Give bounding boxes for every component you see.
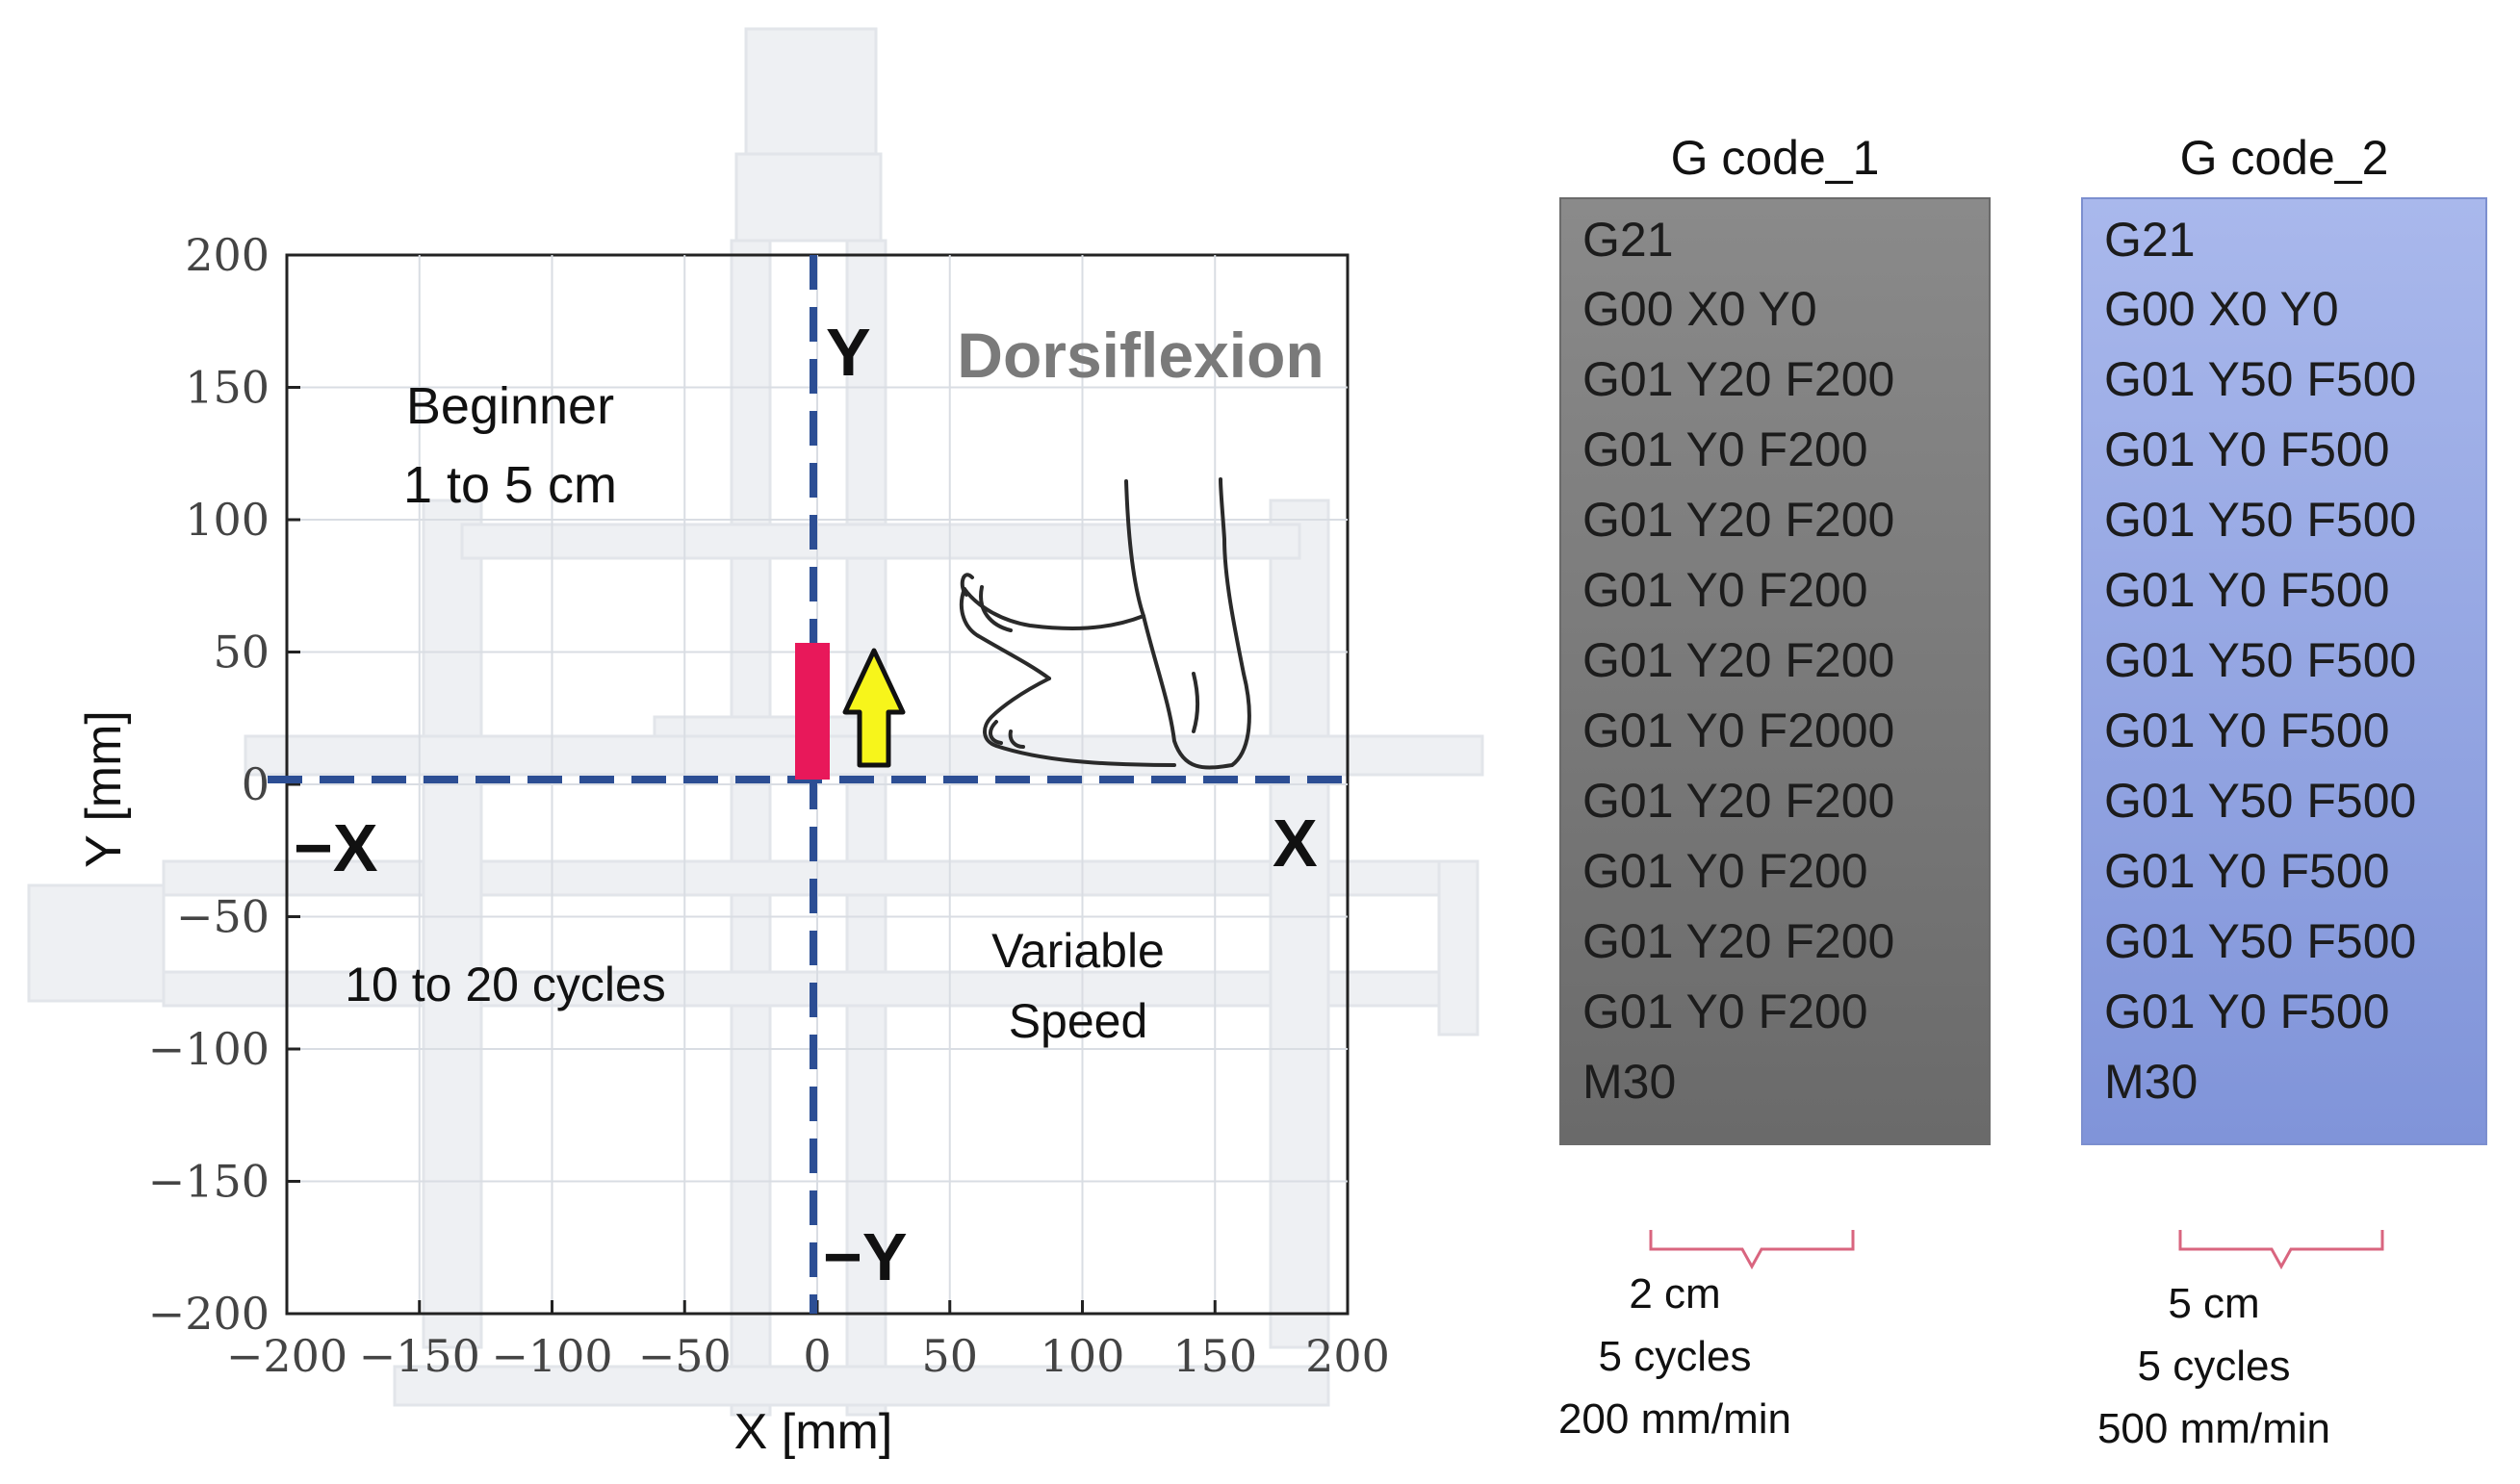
gantry-post-right (1269, 499, 1330, 1349)
x-tick-label: −150 (359, 1330, 480, 1382)
gcode1-line-5: G01 Y20 F200 (1582, 493, 1895, 547)
range-label: 1 to 5 cm (403, 456, 617, 514)
gantry-carriage-top (734, 152, 883, 243)
gcode1-line-12: G01 Y0 F200 (1582, 985, 1868, 1038)
gcode2-line-9: G01 Y50 F500 (2104, 774, 2417, 828)
gcode2-line-1: G21 (2104, 213, 2196, 267)
negative-x-label: −X (294, 810, 378, 885)
cycles-label: 10 to 20 cycles (345, 958, 666, 1011)
y-tick-label: 0 (242, 758, 270, 810)
x-tick-label: −50 (638, 1330, 732, 1382)
x-axis-label: X [mm] (734, 1404, 893, 1460)
gantry-crossbar (460, 523, 1301, 560)
x-tick-label: 50 (921, 1330, 978, 1382)
gcode2-line-12: G01 Y0 F500 (2104, 985, 2390, 1038)
gcode1-line-1: G21 (1582, 213, 1674, 267)
y-tick-label: 150 (185, 362, 270, 414)
gcode1-line-4: G01 Y0 F200 (1582, 422, 1868, 476)
y-tick-label: 200 (185, 229, 270, 281)
gantry-base (393, 1365, 1330, 1407)
gcode2-panel: G21 G00 X0 Y0 G01 Y50 F500 G01 Y0 F500 G… (2081, 197, 2487, 1145)
foot-icon (959, 477, 1251, 770)
x-tick-label: −200 (226, 1330, 347, 1382)
gantry-post-left (422, 499, 483, 1349)
y-tick-labels: 200 150 100 50 0 −50 −100 −150 −200 (148, 229, 270, 1340)
x-tick-labels: −200−150−100 −50 0 50 100 150 200 (226, 1330, 1390, 1382)
y-tick-label: 50 (213, 627, 270, 678)
gcode2-summary-speed: 500 mm/min (2096, 1405, 2331, 1452)
gcode1-line-6: G01 Y0 F200 (1582, 563, 1868, 617)
speed-label-line1: Variable (991, 924, 1165, 978)
gcode2-line-2: G00 X0 Y0 (2104, 282, 2339, 336)
gcode2-line-7: G01 Y50 F500 (2104, 633, 2417, 687)
y-tick-label: −50 (176, 891, 270, 943)
y-tick-label: −100 (148, 1023, 270, 1075)
gcode2-line-13: M30 (2104, 1055, 2199, 1109)
speed-label-line2: Speed (1009, 994, 1148, 1048)
gcode1-line-3: G01 Y20 F200 (1582, 352, 1895, 406)
x-tick-label: 200 (1305, 1330, 1390, 1382)
gcode2-brace-icon (2178, 1230, 2384, 1270)
gcode1-line-8: G01 Y0 F2000 (1582, 704, 1895, 757)
gcode1-title: G code_1 (1670, 131, 1880, 185)
gcode1-brace-icon (1649, 1230, 1855, 1270)
y-axis-label: Y [mm] (76, 710, 132, 868)
gantry-motor-top (744, 27, 878, 156)
gcode2-summary-cycles: 5 cycles (2137, 1343, 2291, 1390)
y-tick-label: −200 (148, 1288, 270, 1340)
gcode2-line-10: G01 Y0 F500 (2104, 844, 2390, 898)
up-arrow-icon (842, 648, 906, 768)
gcode2-line-4: G01 Y0 F500 (2104, 422, 2390, 476)
positive-x-label: X (1273, 806, 1318, 881)
gcode1-summary-cycles: 5 cycles (1598, 1333, 1752, 1380)
negative-y-label: −Y (823, 1219, 908, 1294)
x-tick-label: 150 (1172, 1330, 1257, 1382)
gcode1-summary-speed: 200 mm/min (1557, 1395, 1792, 1443)
gcode1-line-2: G00 X0 Y0 (1582, 282, 1817, 336)
gantry-motor-left (27, 883, 166, 1003)
gantry-rail-left (730, 239, 772, 1417)
gcode1-line-10: G01 Y0 F200 (1582, 844, 1868, 898)
gcode1-line-7: G01 Y20 F200 (1582, 633, 1895, 687)
gcode2-line-8: G01 Y0 F500 (2104, 704, 2390, 757)
x-tick-label: 0 (803, 1330, 831, 1382)
motion-title: Dorsiflexion (957, 320, 1324, 391)
gcode2-summary-distance: 5 cm (2168, 1280, 2260, 1327)
y-tick-label: 100 (185, 494, 270, 546)
gcode2-line-5: G01 Y50 F500 (2104, 493, 2417, 547)
gcode1-line-13: M30 (1582, 1055, 1677, 1109)
gcode2-line-3: G01 Y50 F500 (2104, 352, 2417, 406)
gcode1-line-11: G01 Y20 F200 (1582, 914, 1895, 968)
gcode1-summary-distance: 2 cm (1629, 1270, 1721, 1318)
gantry-rail-right (845, 239, 887, 1417)
positive-y-label: Y (826, 315, 871, 390)
gcode2-line-6: G01 Y0 F500 (2104, 563, 2390, 617)
gcode1-line-9: G01 Y20 F200 (1582, 774, 1895, 828)
gcode2-title: G code_2 (2179, 131, 2389, 185)
foot-plate-marker (795, 643, 830, 780)
y-tick-label: −150 (148, 1156, 270, 1208)
gcode2-line-11: G01 Y50 F500 (2104, 914, 2417, 968)
level-label: Beginner (406, 377, 614, 435)
gcode1-panel: G21 G00 X0 Y0 G01 Y20 F200 G01 Y0 F200 G… (1559, 197, 1991, 1145)
x-tick-label: 100 (1041, 1330, 1125, 1382)
gantry-end-right (1437, 859, 1479, 1036)
x-tick-label: −100 (491, 1330, 612, 1382)
